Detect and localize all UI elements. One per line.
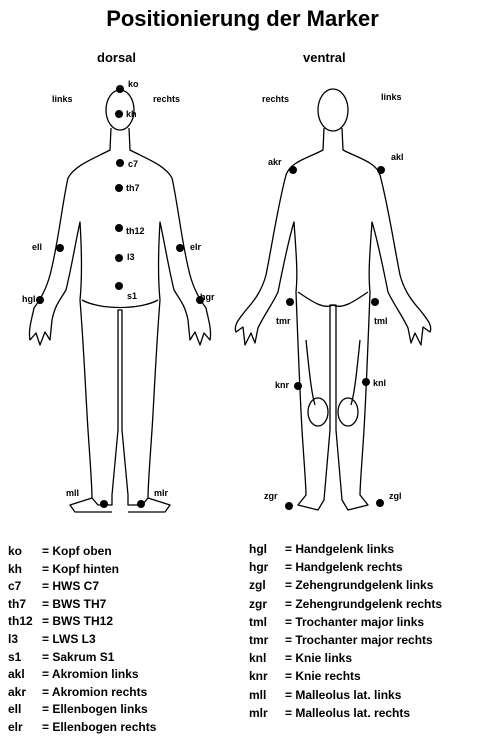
legend-description: = Knie rechts xyxy=(285,669,361,683)
dorsal-body xyxy=(29,90,210,512)
marker-kh-dot xyxy=(115,110,123,118)
marker-l3-dot xyxy=(115,254,123,262)
marker-hgl-dot xyxy=(36,296,44,304)
legend-left: ko = Kopf oben kh = Kopf hinten c7 = HWS C7 th… xyxy=(8,544,238,744)
legend-description: = Zehengrundgelenk rechts xyxy=(285,597,442,611)
marker-akr-label: akr xyxy=(268,157,282,167)
marker-th12-label: th12 xyxy=(126,226,145,236)
marker-ell-dot xyxy=(56,244,64,252)
legend-code: s1 xyxy=(8,650,21,664)
legend-description: = Zehengrundgelenk links xyxy=(285,578,433,592)
marker-knr-label: knr xyxy=(275,380,289,390)
marker-akl-label: akl xyxy=(391,152,404,162)
legend-description: = BWS TH7 xyxy=(42,597,106,611)
legend-code: akl xyxy=(8,667,25,681)
marker-hgl-label: hgl xyxy=(22,294,36,304)
marker-zgr-dot xyxy=(285,502,293,510)
marker-ell-label: ell xyxy=(32,242,42,252)
legend-code: kh xyxy=(8,562,22,576)
marker-akr-dot xyxy=(289,166,297,174)
legend-code: hgl xyxy=(249,542,267,556)
legend-description: = Malleolus lat. rechts xyxy=(285,706,410,720)
legend-description: = Kopf oben xyxy=(42,544,112,558)
marker-knl-label: knl xyxy=(373,378,386,388)
marker-tmr-dot xyxy=(286,298,294,306)
marker-l3-label: l3 xyxy=(127,252,135,262)
marker-hgr-label: hgr xyxy=(200,292,215,302)
marker-mlr-dot xyxy=(137,500,145,508)
marker-zgl-dot xyxy=(376,499,384,507)
legend-code: knr xyxy=(249,669,268,683)
legend-description: = Ellenbogen rechts xyxy=(42,720,156,734)
marker-s1-dot xyxy=(115,282,123,290)
body-figures xyxy=(0,0,485,530)
marker-knr-dot xyxy=(294,382,302,390)
legend-code: ell xyxy=(8,702,21,716)
legend-code: knl xyxy=(249,651,266,665)
legend-code: mlr xyxy=(249,706,268,720)
marker-th7-dot xyxy=(115,184,123,192)
legend-code: ko xyxy=(8,544,22,558)
marker-ko-dot xyxy=(116,85,124,93)
legend-description: = Handgelenk links xyxy=(285,542,394,556)
legend-description: = Akromion rechts xyxy=(42,685,147,699)
marker-ko-label: ko xyxy=(128,79,139,89)
marker-elr-label: elr xyxy=(190,242,201,252)
dorsal-side-left: links xyxy=(52,94,73,104)
legend-description: = Trochanter major links xyxy=(285,615,424,629)
marker-knl-dot xyxy=(362,378,370,386)
marker-zgl-label: zgl xyxy=(389,491,402,501)
marker-tmr-label: tmr xyxy=(276,316,291,326)
dorsal-side-right: rechts xyxy=(153,94,180,104)
marker-mll-label: mll xyxy=(66,488,79,498)
legend-description: = BWS TH12 xyxy=(42,614,113,628)
legend-description: = Handgelenk rechts xyxy=(285,560,403,574)
marker-akl-dot xyxy=(377,166,385,174)
marker-zgr-label: zgr xyxy=(264,491,278,501)
legend-code: akr xyxy=(8,685,26,699)
marker-kh-label: kh xyxy=(126,109,137,119)
legend-code: l3 xyxy=(8,632,18,646)
legend-code: zgr xyxy=(249,597,267,611)
legend-code: mll xyxy=(249,688,266,702)
legend-description: = Knie links xyxy=(285,651,352,665)
marker-mll-dot xyxy=(100,500,108,508)
marker-th12-dot xyxy=(115,224,123,232)
legend-right: hgl = Handgelenk links hgr = Handgelenk rec… xyxy=(249,542,485,742)
legend-code: zgl xyxy=(249,578,266,592)
legend-description: = Kopf hinten xyxy=(42,562,119,576)
legend-code: tmr xyxy=(249,633,268,647)
legend-description: = Malleolus lat. links xyxy=(285,688,401,702)
legend-code: tml xyxy=(249,615,267,629)
legend-description: = Trochanter major rechts xyxy=(285,633,433,647)
marker-c7-dot xyxy=(116,159,124,167)
legend-code: th12 xyxy=(8,614,33,628)
marker-tml-label: tml xyxy=(374,316,388,326)
legend-description: = Akromion links xyxy=(42,667,139,681)
legend-code: th7 xyxy=(8,597,26,611)
legend-description: = Ellenbogen links xyxy=(42,702,148,716)
legend-description: = LWS L3 xyxy=(42,632,96,646)
ventral-side-left: rechts xyxy=(262,94,289,104)
marker-tml-dot xyxy=(371,298,379,306)
marker-elr-dot xyxy=(176,244,184,252)
legend-code: elr xyxy=(8,720,23,734)
legend-description: = HWS C7 xyxy=(42,579,99,593)
marker-mlr-label: mlr xyxy=(154,488,168,498)
marker-s1-label: s1 xyxy=(127,291,137,301)
marker-c7-label: c7 xyxy=(128,159,138,169)
legend-code: c7 xyxy=(8,579,21,593)
marker-th7-label: th7 xyxy=(126,183,140,193)
legend-code: hgr xyxy=(249,560,268,574)
legend-description: = Sakrum S1 xyxy=(42,650,114,664)
ventral-side-right: links xyxy=(381,92,402,102)
